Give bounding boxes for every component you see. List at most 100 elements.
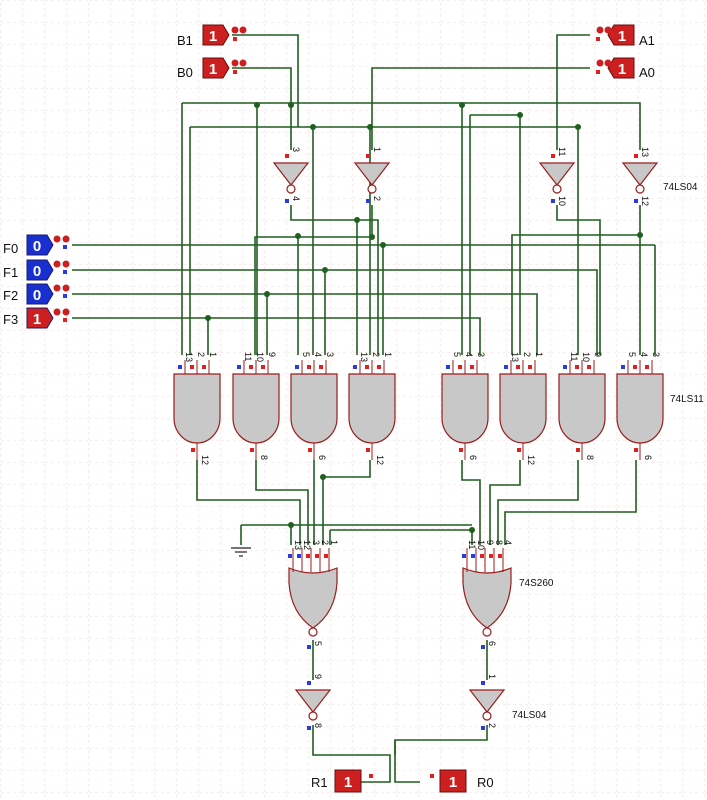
pin-marker [587, 365, 591, 369]
pin-marker [481, 681, 485, 685]
inverter-bubble [552, 184, 562, 194]
inverter-bottom-2 [468, 689, 506, 721]
wire [255, 460, 309, 545]
pin-number: 11 [467, 540, 477, 549]
pin-number: 1 [372, 147, 382, 152]
and-body [232, 373, 280, 444]
pin-number: 4 [313, 352, 323, 357]
pin-number: 13 [640, 147, 650, 157]
wire [556, 34, 590, 150]
input-label-f0: F0 [3, 241, 18, 256]
probe-dot [596, 59, 604, 67]
pin-number: 9 [267, 352, 277, 357]
probe-dot [231, 59, 239, 67]
wire [312, 725, 391, 783]
probe-dot [53, 260, 61, 268]
pin-number: 4 [464, 352, 474, 357]
pin-marker [237, 365, 241, 369]
pin-marker [297, 554, 301, 558]
probe-dot [62, 235, 70, 243]
pin-number: 13 [510, 352, 520, 362]
probe-dot [62, 260, 70, 268]
input-source-b1: 1 [202, 24, 247, 46]
pin-marker [551, 199, 555, 203]
junction-dot [310, 124, 316, 130]
pin-number: 12 [302, 540, 312, 550]
pin-number: 6 [487, 641, 497, 646]
inverter-body [272, 162, 310, 186]
and-gate-6 [499, 360, 547, 460]
nor-gate-2 [462, 548, 512, 637]
pin-number: 9 [313, 674, 323, 679]
output-value: 1 [449, 774, 457, 791]
pin-marker [233, 37, 237, 41]
inverter-top-2 [353, 162, 391, 194]
nor-body [288, 567, 338, 629]
wire [290, 205, 379, 355]
pin-marker [319, 365, 323, 369]
pin-marker [369, 774, 373, 778]
part-label-inv-top: 74LS04 [663, 182, 698, 193]
pin-marker [621, 365, 625, 369]
probe-dot [604, 59, 612, 67]
pin-number: 2 [522, 352, 532, 357]
wire [232, 67, 292, 150]
pin-marker [315, 554, 319, 558]
nor-gate-1 [288, 548, 338, 637]
junction-dot [254, 102, 260, 108]
wire [461, 460, 481, 545]
input-body [607, 57, 635, 79]
pin-marker [576, 448, 580, 452]
pin-number: 1 [534, 352, 544, 357]
pin-marker [307, 726, 311, 730]
pin-marker [481, 726, 485, 730]
junction-dot [288, 522, 294, 528]
pin-number: 12 [200, 455, 210, 465]
pin-number: 6 [317, 455, 327, 460]
and-gate-7 [558, 360, 606, 460]
input-source-a0: 1 [596, 57, 635, 79]
junction-dot [469, 527, 475, 533]
probe-dot [53, 308, 61, 316]
pin-number: 6 [643, 455, 653, 460]
junction-dot [205, 315, 211, 321]
pin-marker [285, 199, 289, 203]
nor-bubble [308, 627, 318, 637]
pin-number: 4 [503, 540, 513, 545]
pin-marker [307, 681, 311, 685]
pin-marker [596, 70, 600, 74]
pin-marker [295, 365, 299, 369]
pin-number: 11 [557, 147, 567, 156]
inverter-bubble [482, 711, 492, 721]
pin-marker [633, 365, 637, 369]
wire [72, 293, 538, 355]
inverter-top-1 [272, 162, 310, 194]
pin-number: 2 [196, 352, 206, 357]
input-label-f3: F3 [3, 312, 18, 327]
junction-dot [367, 124, 373, 130]
input-value: 1 [618, 61, 626, 78]
pin-number: 1 [208, 352, 218, 357]
pin-number: 3 [311, 540, 321, 545]
pin-marker [308, 448, 312, 452]
input-body [607, 24, 635, 46]
probe-dot [604, 26, 612, 34]
pin-marker [481, 645, 485, 649]
output-label-r0: R0 [477, 775, 494, 790]
and-gate-1 [173, 360, 221, 460]
pin-number: 8 [259, 455, 269, 460]
pin-marker [528, 365, 532, 369]
pin-marker [430, 774, 434, 778]
input-value: 1 [33, 311, 41, 328]
pin-marker [261, 365, 265, 369]
pin-marker [470, 365, 474, 369]
pin-number: 3 [651, 352, 661, 357]
wire [504, 460, 637, 545]
probe-dot [231, 26, 239, 34]
junction-dot [322, 267, 328, 273]
pin-number: 12 [375, 455, 385, 465]
pin-number: 5 [313, 641, 323, 646]
